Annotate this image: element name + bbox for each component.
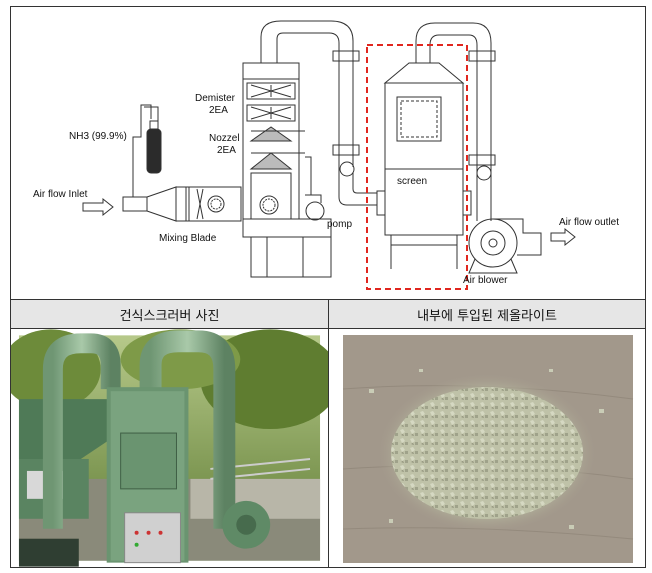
screen-unit-hood <box>383 62 465 84</box>
inspection-window <box>396 96 442 142</box>
inlet-flange-circle <box>207 195 225 213</box>
nh3-cylinder <box>146 128 162 174</box>
label-nh3: NH3 (99.9%) <box>69 131 127 142</box>
nozzle-spray-2 <box>249 152 293 170</box>
label-screen: screen <box>397 176 427 187</box>
label-mixing-blade: Mixing Blade <box>159 233 217 244</box>
demister-2 <box>246 104 296 122</box>
inlet-duct <box>122 196 148 212</box>
dry-scrubber-photo <box>11 329 329 567</box>
label-air-flow-inlet: Air flow Inlet <box>33 189 88 200</box>
outlet-arrow-icon <box>550 227 576 247</box>
figure-frame: NH3 (99.9%) Demister 2EA Nozzel 2EA Air … <box>10 6 646 568</box>
scrubber-process-diagram: NH3 (99.9%) Demister 2EA Nozzel 2EA Air … <box>33 20 619 290</box>
label-pomp: pomp <box>327 219 352 230</box>
screen-highlight-box <box>366 44 468 290</box>
label-nozzel-qty: 2EA <box>217 145 236 156</box>
nozzle-spray-1 <box>249 126 293 142</box>
label-demister-qty: 2EA <box>209 105 228 116</box>
pump-icon <box>305 201 325 221</box>
caption-zeolite: 내부에 투입된 제올라이트 <box>329 299 645 329</box>
mixing-duct <box>175 186 242 222</box>
top-duct <box>260 20 354 167</box>
label-air-flow-outlet: Air flow outlet <box>559 217 619 228</box>
label-nozzel: Nozzel <box>209 133 240 144</box>
duct-inspection-circle <box>339 161 355 177</box>
air-blower-housing <box>468 218 518 268</box>
inlet-cone <box>146 186 177 222</box>
base-tank <box>242 218 332 238</box>
caption-dry-scrubber: 건식스크러버 사진 <box>11 299 329 329</box>
outlet-duct <box>415 22 492 221</box>
inlet-arrow-icon <box>82 197 114 217</box>
demister-1 <box>246 82 296 100</box>
zeolite-photo <box>342 335 634 563</box>
label-demister: Demister <box>195 93 236 104</box>
label-air-blower: Air blower <box>463 275 508 286</box>
